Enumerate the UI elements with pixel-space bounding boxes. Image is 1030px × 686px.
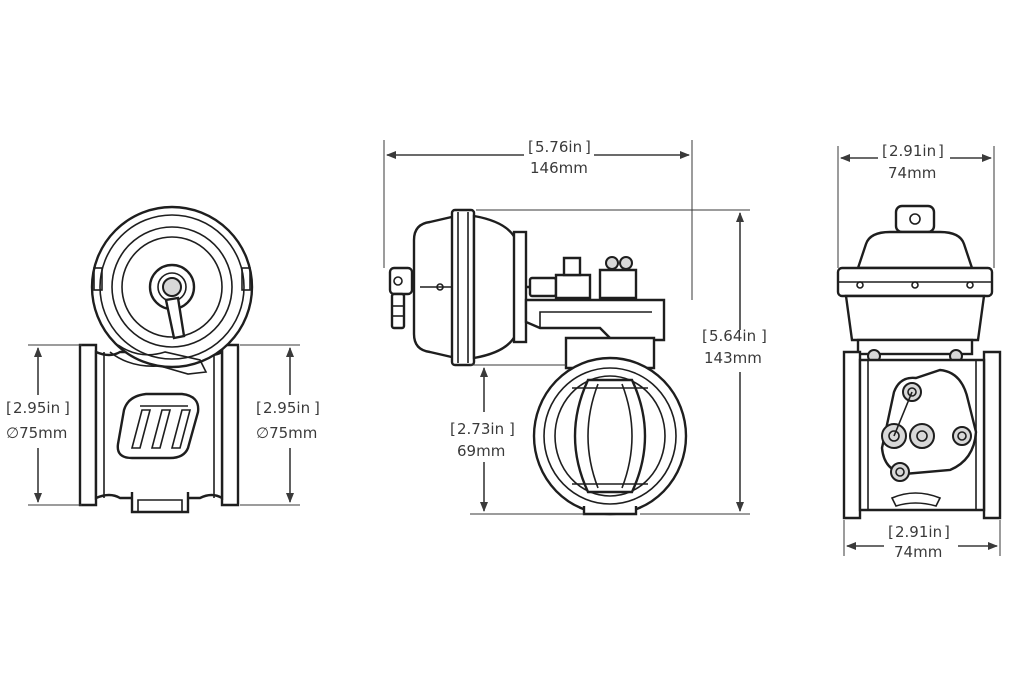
- dim-front-bottom-in-bracket-close: ]: [944, 523, 950, 541]
- side-view-dim-center: [ 2.73in ] 69mm: [450, 364, 584, 515]
- front-view-dim-top: [ 2.91in ] 74mm: [837, 142, 995, 268]
- dim-end-right-in-bracket: [: [256, 399, 262, 417]
- dim-side-center-in-bracket-close: ]: [509, 420, 515, 438]
- dim-side-height-in-bracket-close: ]: [761, 327, 767, 345]
- side-view-dim-height: [ 5.64in ] 143mm: [476, 209, 767, 515]
- dim-side-height-in-bracket: [: [702, 327, 708, 345]
- end-view-dim-right: [ 2.95in ] ∅75mm: [240, 344, 320, 506]
- turbosmart-logo: [116, 392, 200, 460]
- dim-end-right-mm: ∅75mm: [256, 424, 317, 442]
- dim-front-top-in-bracket-close: ]: [938, 142, 944, 160]
- front-view-linkage: [880, 368, 978, 482]
- dim-side-width-in-bracket-close: ]: [585, 138, 591, 156]
- end-view: [ 2.95in ] ∅75mm [ 2.95in ] ∅75mm: [6, 205, 320, 514]
- dim-end-left-in-bracket: [: [6, 399, 12, 417]
- dim-front-bottom-in: 2.91in: [895, 523, 942, 541]
- dim-front-top-in-bracket: [: [882, 142, 888, 160]
- dim-side-center-in: 2.73in: [457, 420, 504, 438]
- side-view-linkage: [524, 256, 666, 342]
- side-view-dim-width: [ 5.76in ] 146mm: [383, 138, 693, 300]
- dim-end-left-in: 2.95in: [13, 399, 60, 417]
- dim-front-top-mm: 74mm: [888, 164, 936, 182]
- side-view-throttle-body: [532, 336, 688, 516]
- dim-side-center-in-bracket: [: [450, 420, 456, 438]
- dim-side-height-mm: 143mm: [704, 349, 762, 367]
- dim-front-bottom-mm: 74mm: [894, 543, 942, 561]
- end-view-actuator: [90, 205, 254, 375]
- side-view: [ 5.76in ] 146mm [ 5.64in ] 143mm [ 2.73…: [383, 138, 767, 516]
- front-view-dim-bottom: [ 2.91in ] 74mm: [843, 520, 1001, 561]
- dim-end-right-in: 2.95in: [263, 399, 310, 417]
- dim-side-width-in-bracket: [: [528, 138, 534, 156]
- end-view-dim-left: [ 2.95in ] ∅75mm: [6, 344, 82, 506]
- side-view-actuator: [388, 208, 528, 367]
- dim-side-width-mm: 146mm: [530, 159, 588, 177]
- front-view: [ 2.91in ] 74mm [ 2.91in ] 74mm: [836, 142, 1002, 561]
- dim-front-bottom-in-bracket: [: [888, 523, 894, 541]
- dim-side-height-in: 5.64in: [709, 327, 756, 345]
- dim-end-left-in-bracket-close: ]: [64, 399, 70, 417]
- dim-front-top-in: 2.91in: [889, 142, 936, 160]
- front-view-actuator: [836, 204, 994, 363]
- dim-end-left-mm: ∅75mm: [6, 424, 67, 442]
- dim-end-right-in-bracket-close: ]: [314, 399, 320, 417]
- dim-side-center-mm: 69mm: [457, 442, 505, 460]
- dim-side-width-in: 5.76in: [535, 138, 582, 156]
